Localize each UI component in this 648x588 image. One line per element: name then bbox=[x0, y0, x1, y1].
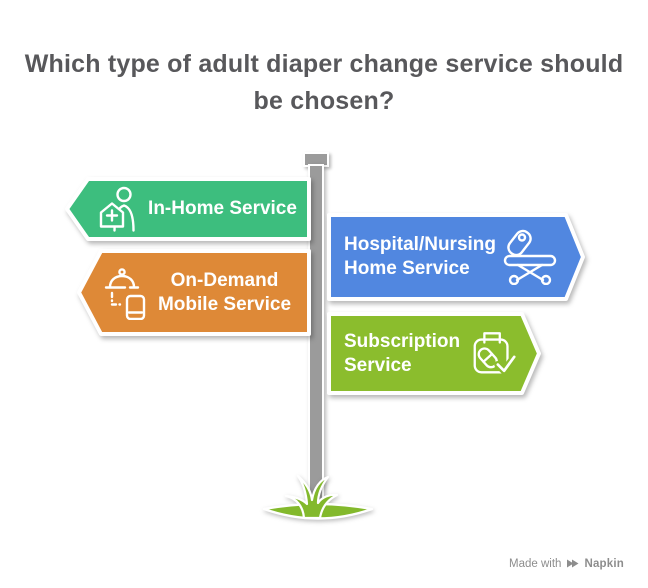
diagram-title: Which type of adult diaper change servic… bbox=[24, 50, 624, 115]
watermark: Made with Napkin bbox=[509, 557, 624, 570]
grass-base bbox=[262, 474, 374, 520]
sign-label: On-Demand Mobile Service bbox=[157, 269, 292, 315]
cloche-phone-icon bbox=[103, 266, 149, 320]
sign-hospital-nursing-home-service: Hospital/Nursing Home Service bbox=[326, 212, 586, 302]
watermark-brand: Napkin bbox=[584, 557, 624, 570]
home-care-icon bbox=[97, 185, 141, 233]
hospital-bed-icon bbox=[502, 229, 558, 285]
sign-label: In-Home Service bbox=[148, 198, 297, 219]
napkin-logo-icon bbox=[567, 559, 579, 568]
calendar-pill-check-icon bbox=[468, 327, 520, 381]
sign-in-home-service: In-Home Service bbox=[64, 176, 312, 242]
sign-label: Subscription Service bbox=[344, 330, 461, 376]
sign-on-demand-mobile-service: On-Demand Mobile Service bbox=[76, 248, 312, 337]
sign-arrow-shape bbox=[65, 177, 311, 241]
sign-subscription-service: Subscription Service bbox=[326, 311, 544, 396]
watermark-prefix: Made with bbox=[509, 557, 562, 570]
sign-label: Hospital/Nursing Home Service bbox=[344, 234, 497, 279]
sign-arrow-shape bbox=[77, 249, 311, 336]
